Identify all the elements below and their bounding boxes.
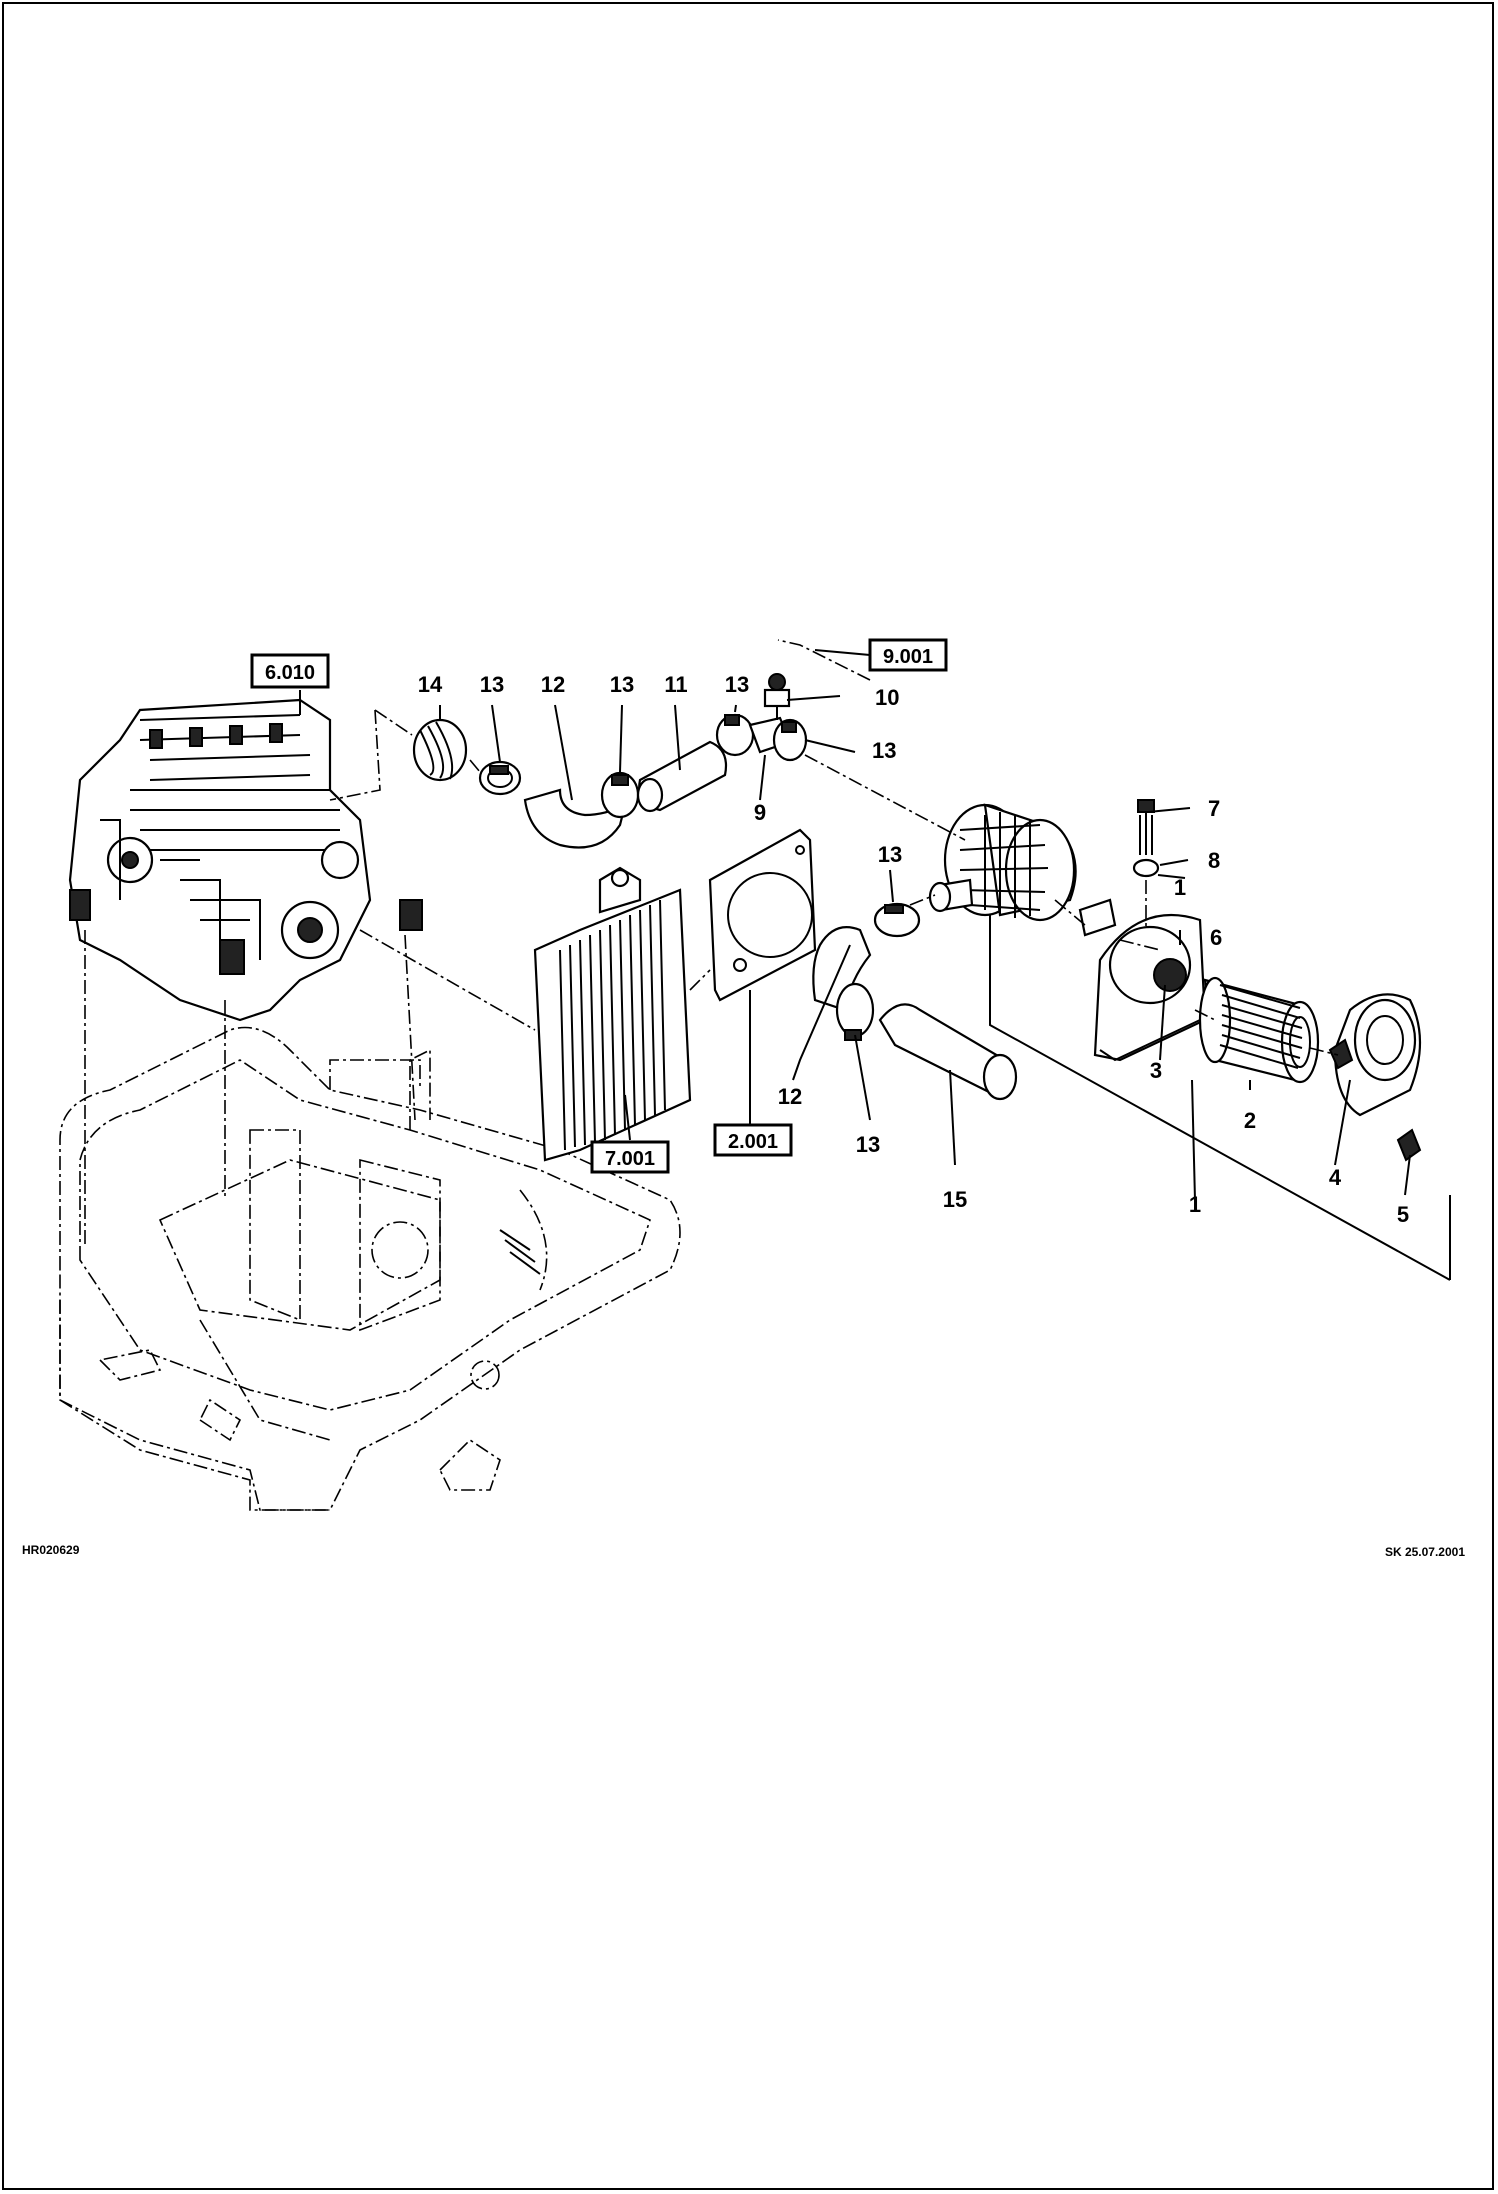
filter-element: [1198, 976, 1320, 1084]
callout-13-clamp-b: 13: [610, 672, 634, 697]
callout-11-hose: 11: [664, 672, 687, 697]
callout-13-clamp-e: 13: [878, 842, 902, 867]
callout-6-bracket: 6: [1210, 925, 1222, 950]
callout-10-indicator: 10: [875, 685, 899, 710]
mounting-plate: [708, 828, 817, 1002]
callout-13-clamp-a: 13: [480, 672, 504, 697]
ref-label-radiator: 7.001: [605, 1148, 655, 1170]
ref-box-plate: 2.001: [713, 1123, 793, 1157]
filter-bracket: [1093, 799, 1207, 1062]
callout-14: 14: [418, 672, 443, 697]
air-filter-housing: [928, 803, 1117, 937]
engine-assembly: [68, 698, 423, 1022]
callout-1-assembly-upper: 1: [1174, 875, 1186, 900]
ref-label-engine: 6.010: [265, 662, 315, 684]
callout-13-clamp-c: 13: [725, 672, 749, 697]
ref-box-engine: 6.010: [250, 653, 330, 689]
callout-12-elbow-lower: 12: [778, 1084, 802, 1109]
drawing-id: HR020629: [22, 1543, 80, 1557]
callout-13-clamp-f: 13: [856, 1132, 880, 1157]
callout-15-hose: 15: [943, 1187, 967, 1212]
drawing-signature: SK 25.07.2001: [1385, 1545, 1465, 1559]
ref-box-radiator: 7.001: [590, 1140, 670, 1174]
callout-numbers: 14 13 12 13 11 13 10 13 9 7 8 1 6 3 13 1…: [418, 672, 1409, 1227]
upper-hose-parts: [412, 673, 808, 849]
callout-12-elbow-upper: 12: [541, 672, 565, 697]
callout-1-assembly-lower: 1: [1189, 1192, 1201, 1217]
callout-7-bolt: 7: [1208, 796, 1220, 821]
upper-carriage-frame: [59, 1026, 681, 1511]
callout-5-valve: 5: [1397, 1202, 1409, 1227]
ref-label-indicator: 9.001: [883, 646, 933, 668]
filter-cover: [1328, 993, 1422, 1162]
callout-2-filter-element: 2: [1244, 1108, 1256, 1133]
callout-4-cover: 4: [1329, 1165, 1342, 1190]
radiator: [533, 866, 692, 1162]
callout-3: 3: [1150, 1058, 1162, 1083]
lower-hose-parts: [812, 902, 1018, 1101]
callout-8-washer: 8: [1208, 848, 1220, 873]
ref-box-indicator: 9.001: [868, 638, 948, 672]
callout-13-clamp-d: 13: [872, 738, 896, 763]
ref-label-plate: 2.001: [728, 1131, 778, 1153]
leader-lines: [84, 639, 1451, 1281]
callout-9-tee: 9: [754, 800, 766, 825]
